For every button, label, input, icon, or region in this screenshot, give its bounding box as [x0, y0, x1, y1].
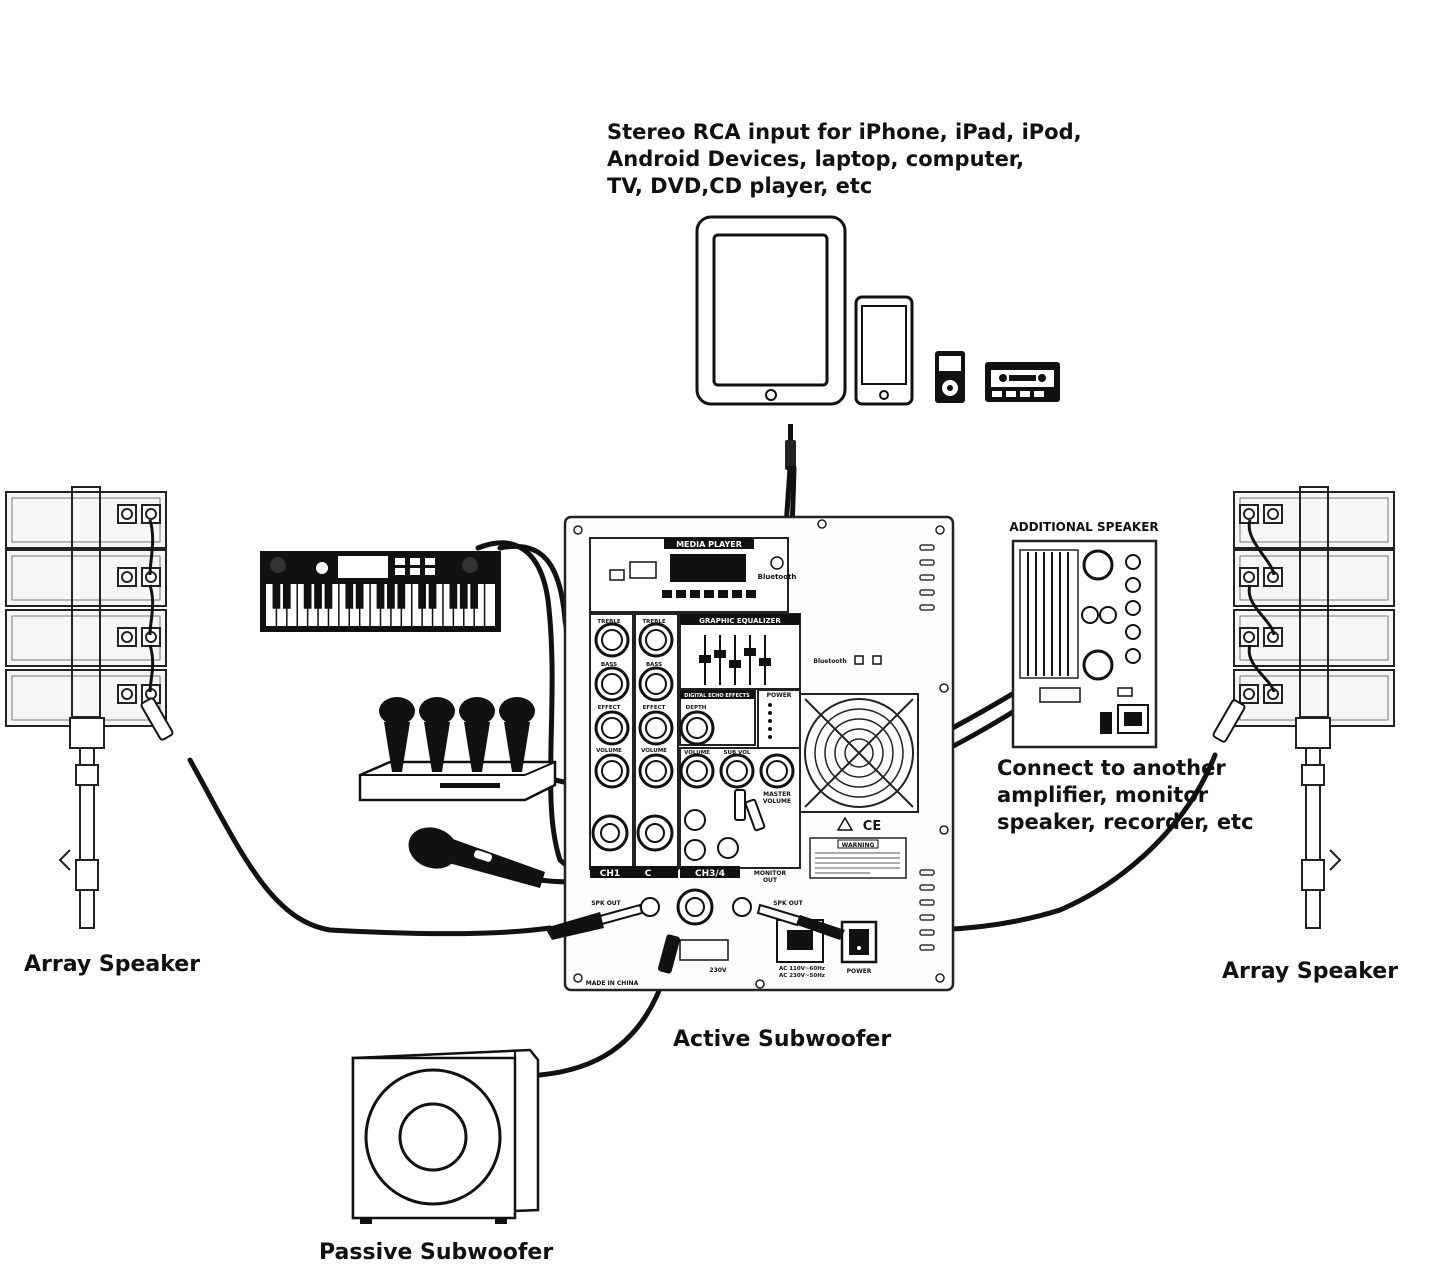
connect-line-2: amplifier, monitor — [997, 783, 1209, 807]
ac-rating-2: AC 230V~50Hz — [779, 973, 825, 979]
spk-out-left-label: SPK OUT — [591, 900, 621, 907]
keyboard-icon — [260, 551, 501, 632]
active-subwoofer-panel: MEDIA PLAYER Bluetooth TREBLE TREBLE BAS… — [563, 515, 955, 992]
array-speaker-right-label: Array Speaker — [1222, 959, 1399, 984]
graphic-equalizer-label: GRAPHIC EQUALIZER — [699, 617, 781, 625]
ch1-label: CH1 — [600, 869, 620, 879]
ch1-treble-label: TREBLE — [597, 619, 620, 625]
active-subwoofer-label: Active Subwoofer — [673, 1027, 892, 1052]
volume-label: VOLUME — [684, 750, 710, 756]
power-switch-label: POWER — [847, 968, 872, 975]
ch34-label: CH3/4 — [695, 869, 725, 879]
ch1-volume-label: VOLUME — [596, 748, 622, 754]
ch2-volume-label: VOLUME — [641, 748, 667, 754]
master-volume-label: VOLUME — [763, 798, 791, 805]
power-indicator-label: POWER — [767, 692, 792, 699]
rca-input-line-1: Stereo RCA input for iPhone, iPad, iPod, — [607, 120, 1082, 144]
passive-subwoofer-icon — [351, 1048, 540, 1224]
bluetooth-label: Bluetooth — [758, 573, 797, 581]
made-in-label: MADE IN CHINA — [586, 980, 639, 987]
rca-input-line-3: TV, DVD,CD player, etc — [607, 174, 873, 198]
cassette-player-icon — [985, 362, 1060, 402]
warning-label: WARNING — [842, 842, 875, 849]
passive-sub-cable — [537, 972, 668, 1078]
array-speaker-right — [1212, 486, 1395, 929]
wired-microphone-icon — [408, 827, 545, 888]
left-speaker-cable — [187, 757, 553, 937]
svg-text:CE: CE — [863, 819, 881, 834]
spk-out-right-label: SPK OUT — [773, 900, 803, 907]
ac-rating-1: AC 110V~60Hz — [779, 966, 825, 972]
ch2-treble-label: TREBLE — [642, 619, 665, 625]
ch2-bass-label: BASS — [646, 662, 662, 668]
additional-speaker-title: ADDITIONAL SPEAKER — [1009, 520, 1158, 534]
voltage-label: 230V — [709, 967, 727, 974]
aux-plug-icon — [785, 424, 796, 470]
connect-line-1: Connect to another — [997, 756, 1226, 780]
additional-speaker-panel — [1011, 539, 1158, 749]
ce-mark-icon: CE — [836, 816, 881, 834]
panel-plugs — [545, 789, 845, 974]
bluetooth-logo-label: Bluetooth — [813, 658, 846, 665]
digital-echo-label: DIGITAL ECHO EFFECTS — [684, 693, 750, 699]
master-label: MASTER — [763, 791, 791, 798]
ch1-effect-label: EFFECT — [598, 705, 621, 711]
monitor-label: MONITOR — [754, 870, 787, 877]
ch2-effect-label: EFFECT — [643, 705, 666, 711]
array-speaker-left-label: Array Speaker — [24, 952, 201, 977]
ch1-bass-label: BASS — [601, 662, 617, 668]
monitor-out-label: OUT — [763, 877, 778, 884]
media-player-label: MEDIA PLAYER — [676, 540, 742, 549]
tablet-icon — [695, 215, 847, 406]
cooling-fan-icon — [799, 693, 919, 813]
connect-to-label: Connect to another amplifier, monitor sp… — [997, 755, 1254, 836]
sub-volume-label: SUB VOL — [724, 750, 751, 756]
microphone-group — [379, 697, 535, 772]
array-speaker-left — [5, 486, 174, 929]
passive-subwoofer-label: Passive Subwoofer — [319, 1240, 554, 1265]
connect-line-3: speaker, recorder, etc — [997, 810, 1254, 834]
wireless-mic-receiver-icon — [358, 697, 557, 802]
rca-input-line-2: Android Devices, laptop, computer, — [607, 147, 1025, 171]
phone-icon — [854, 295, 914, 406]
ch2-label: C — [645, 869, 652, 879]
depth-label: DEPTH — [686, 705, 707, 711]
ipod-icon — [935, 351, 965, 403]
rca-input-label: Stereo RCA input for iPhone, iPad, iPod,… — [607, 119, 1082, 200]
